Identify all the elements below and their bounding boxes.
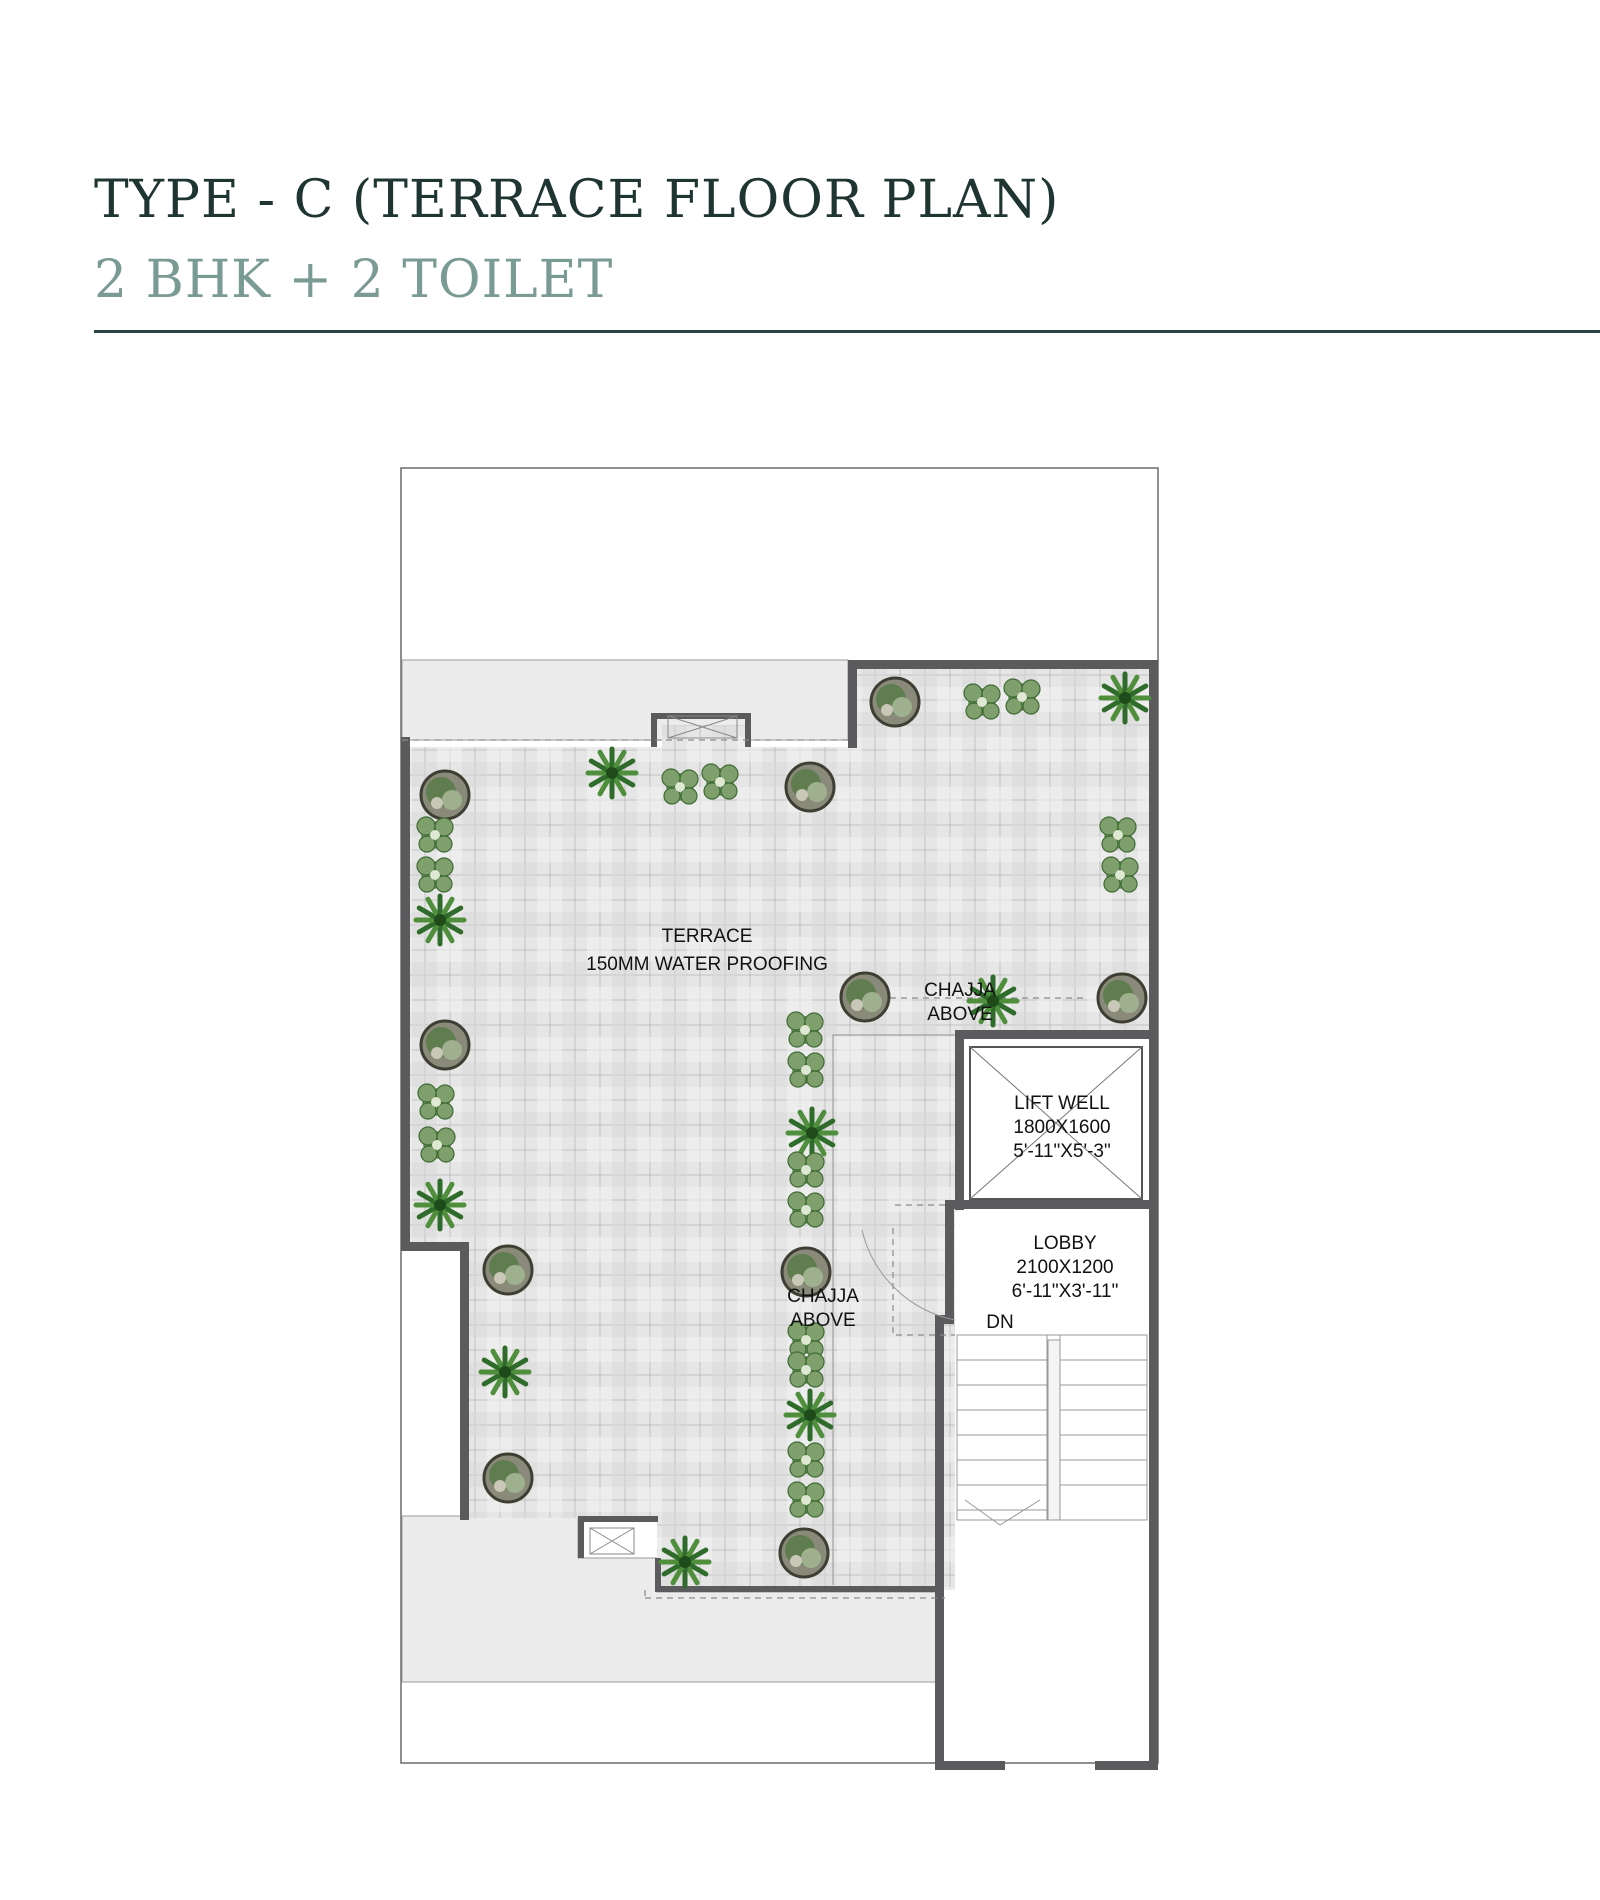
duct-top	[667, 715, 738, 739]
door-swing	[861, 1229, 956, 1321]
agave-plant	[413, 893, 467, 947]
duct-bottom	[589, 1527, 635, 1555]
lobby-dims-ft: 6'-11"X3'-11"	[1012, 1281, 1119, 1302]
round-planter	[839, 971, 891, 1023]
lift-well-cross	[969, 1046, 1143, 1200]
round-planter	[482, 1244, 534, 1296]
shrub-plant	[786, 1011, 824, 1048]
shrub-plant	[416, 856, 454, 893]
top-setback	[401, 659, 849, 741]
shrub-plant	[963, 683, 1001, 720]
shrub-plant	[787, 1151, 825, 1188]
chajja-dashed-lines	[402, 739, 1085, 1599]
chajja-top-label: CHAJJA	[924, 980, 996, 1001]
agave-plant	[966, 974, 1020, 1028]
shrub-plant	[787, 1051, 825, 1088]
round-planter	[869, 676, 921, 728]
shrub-plant	[416, 816, 454, 853]
shrub-plant	[787, 1191, 825, 1228]
round-planter	[1096, 972, 1148, 1024]
agave-plant	[1098, 671, 1152, 725]
shrub-plant	[418, 1126, 456, 1163]
page-title: TYPE - C (TERRACE FLOOR PLAN)	[94, 170, 1060, 230]
terrace-floor-shade	[408, 668, 1150, 1590]
lift-well-dims-ft: 5'-11"X5'-3"	[1013, 1141, 1111, 1162]
agave-plant	[478, 1345, 532, 1399]
shrub-plant	[1099, 816, 1137, 853]
page-subtitle: 2 BHK + 2 TOILET	[94, 250, 614, 310]
lobby-dims-mm: 2100X1200	[1016, 1257, 1113, 1278]
round-planter	[482, 1452, 534, 1504]
title-divider	[94, 330, 1600, 333]
chajja-edge	[832, 1034, 955, 1585]
agave-plant	[658, 1535, 712, 1589]
agave-plant	[785, 1106, 839, 1160]
lobby-label: LOBBY	[1033, 1233, 1097, 1254]
staircase	[956, 1334, 1148, 1526]
stair-dn-label: DN	[986, 1312, 1013, 1333]
round-planter	[419, 1019, 471, 1071]
round-planter	[784, 761, 836, 813]
chajja-top-label-2: ABOVE	[927, 1004, 992, 1025]
shrub-plant	[787, 1441, 825, 1478]
shrub-plant	[661, 768, 699, 805]
agave-plant	[783, 1388, 837, 1442]
agave-plant	[585, 746, 639, 800]
round-planter	[419, 769, 471, 821]
shrub-plant	[701, 763, 739, 800]
agave-plant	[413, 1178, 467, 1232]
chajja-mid-label-2: ABOVE	[790, 1310, 855, 1331]
shrub-plant	[787, 1351, 825, 1388]
chajja-mid-label: CHAJJA	[787, 1286, 859, 1307]
round-planter	[780, 1246, 832, 1298]
round-planter	[778, 1527, 830, 1579]
terrace-label: TERRACE	[662, 926, 753, 947]
shrub-plant	[417, 1083, 455, 1120]
terrace-note: 150MM WATER PROOFING	[586, 954, 828, 975]
shrub-plant	[1003, 678, 1041, 715]
lift-well-label: LIFT WELL	[1014, 1093, 1110, 1114]
shrub-plant	[1101, 856, 1139, 893]
lift-well-dims-mm: 1800X1600	[1013, 1117, 1110, 1138]
shrub-plant	[787, 1481, 825, 1518]
